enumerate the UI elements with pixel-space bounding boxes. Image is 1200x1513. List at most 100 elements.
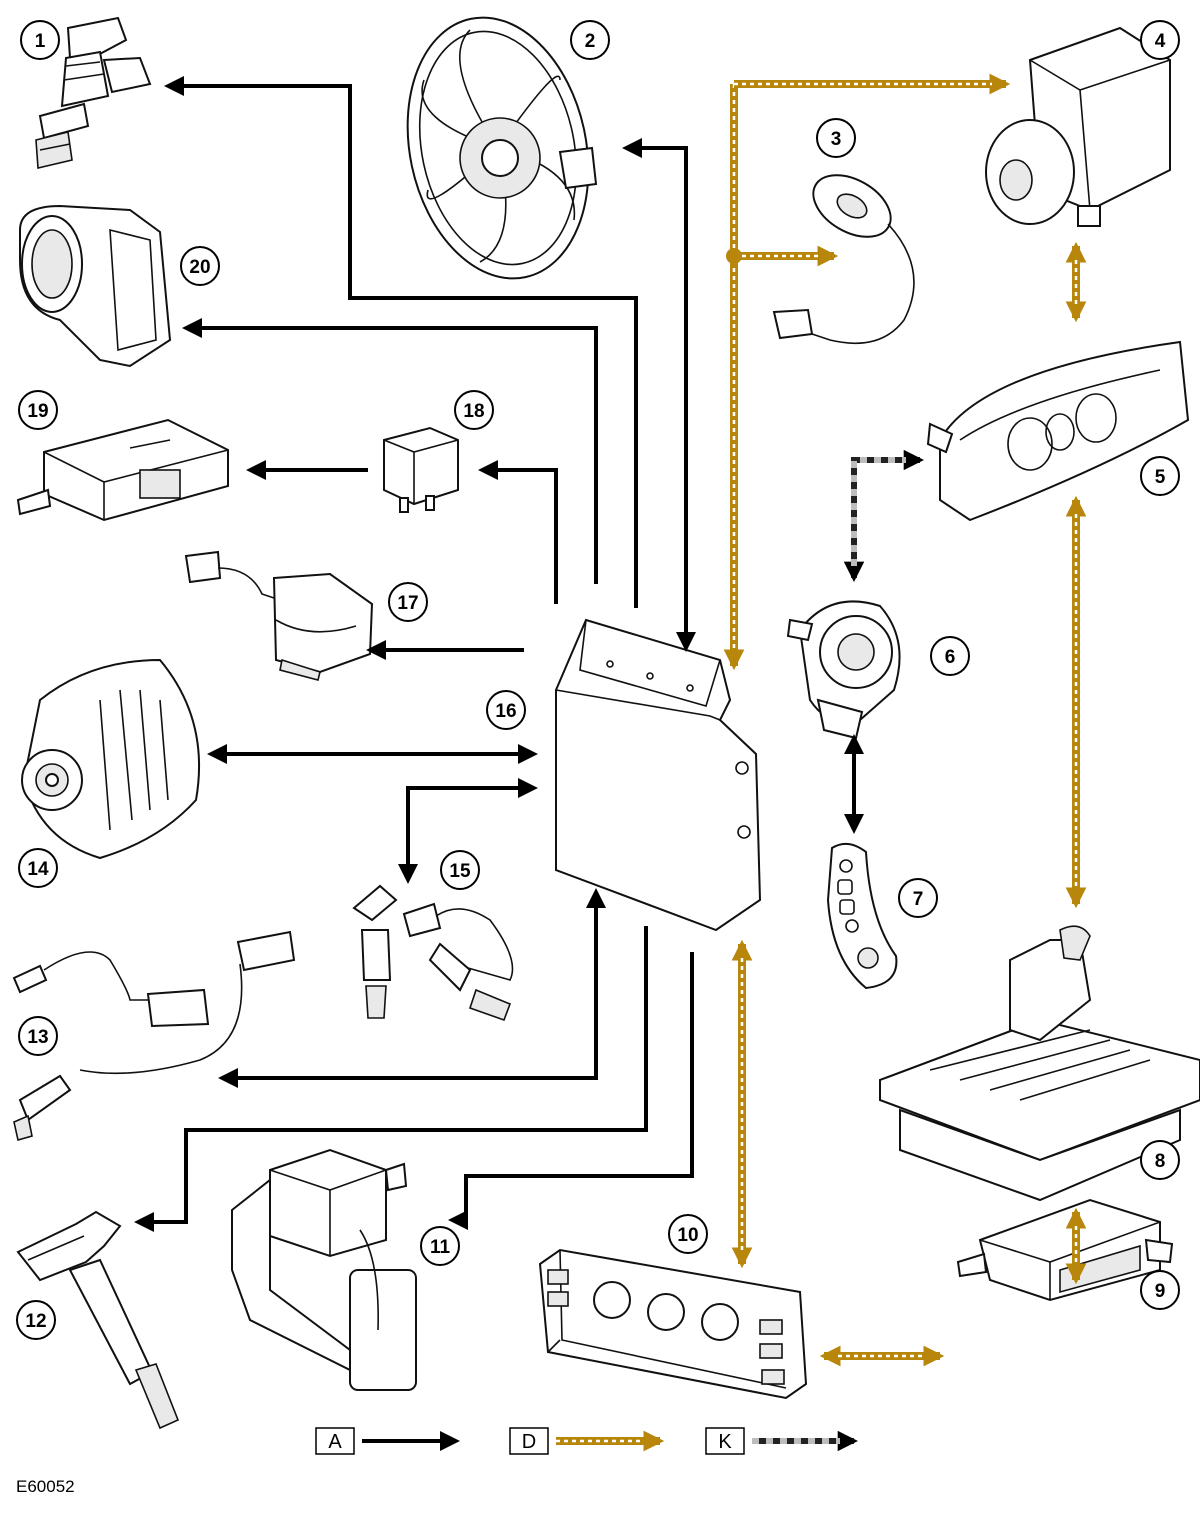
link-ecm-relay <box>478 460 558 604</box>
links-type-d <box>723 73 1087 1367</box>
callout-circle <box>18 1016 58 1056</box>
steering-angle-sensor-icon <box>772 174 915 345</box>
callout-number: 11 <box>430 1237 451 1258</box>
fuel-pump-assembly-icon <box>231 1148 417 1391</box>
relay-icon <box>383 426 459 513</box>
callout-11: 11 <box>420 1226 460 1266</box>
legend: A D K <box>315 1427 859 1455</box>
accelerator-pedal-sensor-icon <box>184 550 374 681</box>
callout-circle <box>388 582 428 622</box>
cooling-fan-icon <box>406 16 598 280</box>
callout-number: 5 <box>1155 467 1166 488</box>
callout-circle <box>1140 1270 1180 1310</box>
clockspring-icon <box>786 600 901 740</box>
callout-number: 19 <box>27 401 48 422</box>
control-module-icon <box>16 418 229 522</box>
callout-circle <box>20 20 60 60</box>
callout-number: 20 <box>189 257 210 278</box>
callout-number: 10 <box>677 1225 698 1246</box>
steering-wheel-switch-icon <box>826 842 898 990</box>
link-ecm-coil <box>134 926 648 1232</box>
callout-circle <box>180 246 220 286</box>
callout-5: 5 <box>1140 456 1180 496</box>
callout-circle <box>1140 1140 1180 1180</box>
instrument-cluster-icon <box>926 340 1190 522</box>
callout-circle <box>668 1214 708 1254</box>
callout-19: 19 <box>18 390 58 430</box>
bus-junction <box>726 248 742 264</box>
callout-number: 4 <box>1155 31 1166 52</box>
callout-circle <box>570 20 610 60</box>
callout-number: 18 <box>463 401 484 422</box>
callout-number: 3 <box>831 129 842 150</box>
callout-circle <box>18 848 58 888</box>
callout-12: 12 <box>16 1300 56 1340</box>
callout-circle <box>440 850 480 890</box>
callout-4: 4 <box>1140 20 1180 60</box>
links-type-a <box>134 76 864 1232</box>
legend-label-d: D <box>522 1431 536 1453</box>
callout-circle <box>816 118 856 158</box>
engine-control-module-icon <box>555 618 762 932</box>
legend-label-a: A <box>328 1431 342 1453</box>
generator-icon <box>21 658 201 860</box>
callout-circle <box>898 878 938 918</box>
callout-number: 2 <box>585 31 596 52</box>
throttle-body-icon <box>19 204 172 368</box>
legend-item-k: K <box>705 1427 859 1455</box>
legend-item-a: A <box>315 1427 460 1455</box>
callout-2: 2 <box>570 20 610 60</box>
callout-number: 12 <box>25 1311 46 1332</box>
abs-module-icon <box>985 26 1171 227</box>
callout-number: 9 <box>1155 1281 1166 1302</box>
callout-number: 1 <box>35 31 46 52</box>
callout-number: 13 <box>27 1027 48 1048</box>
callout-3: 3 <box>816 118 856 158</box>
callout-17: 17 <box>388 582 428 622</box>
callout-18: 18 <box>454 390 494 430</box>
callout-7: 7 <box>898 878 938 918</box>
callout-10: 10 <box>668 1214 708 1254</box>
knock-sensors-icon <box>352 884 514 1022</box>
callout-circle <box>1140 20 1180 60</box>
figure-reference: E60052 <box>16 1477 75 1496</box>
legend-item-d: D <box>509 1427 665 1455</box>
link-ecm-oxygen <box>218 888 606 1088</box>
callout-circle <box>486 690 526 730</box>
callout-circle <box>420 1226 460 1266</box>
callout-number: 8 <box>1155 1151 1166 1172</box>
callout-20: 20 <box>180 246 220 286</box>
link-ecm-fan <box>622 138 696 652</box>
callout-16: 16 <box>486 690 526 730</box>
callout-circle <box>16 1300 56 1340</box>
callout-circle <box>930 636 970 676</box>
link-ecm-fuel-pump <box>448 952 694 1230</box>
callout-6: 6 <box>930 636 970 676</box>
callout-number: 15 <box>449 861 471 882</box>
restraints-control-module-icon <box>956 1198 1174 1302</box>
callout-number: 6 <box>945 647 956 668</box>
callout-number: 14 <box>27 859 49 880</box>
callout-1: 1 <box>20 20 60 60</box>
callout-number: 16 <box>495 701 516 722</box>
callout-circle <box>1140 456 1180 496</box>
legend-label-k: K <box>718 1431 732 1453</box>
link-ecm-throttle <box>182 318 598 584</box>
callout-14: 14 <box>18 848 58 888</box>
climate-control-panel-icon <box>538 1248 808 1400</box>
links-type-k <box>843 449 925 583</box>
callout-circle <box>454 390 494 430</box>
fuel-injector-icon <box>35 16 152 169</box>
callout-8: 8 <box>1140 1140 1180 1180</box>
transmission-control-module-icon <box>879 925 1200 1202</box>
callout-15: 15 <box>440 850 480 890</box>
callout-13: 13 <box>18 1016 58 1056</box>
callout-number: 17 <box>397 593 418 614</box>
link-ecm-knock <box>398 778 538 884</box>
ignition-coil-icon <box>16 1210 180 1430</box>
callout-9: 9 <box>1140 1270 1180 1310</box>
callout-circle <box>18 390 58 430</box>
callout-number: 7 <box>913 889 924 910</box>
